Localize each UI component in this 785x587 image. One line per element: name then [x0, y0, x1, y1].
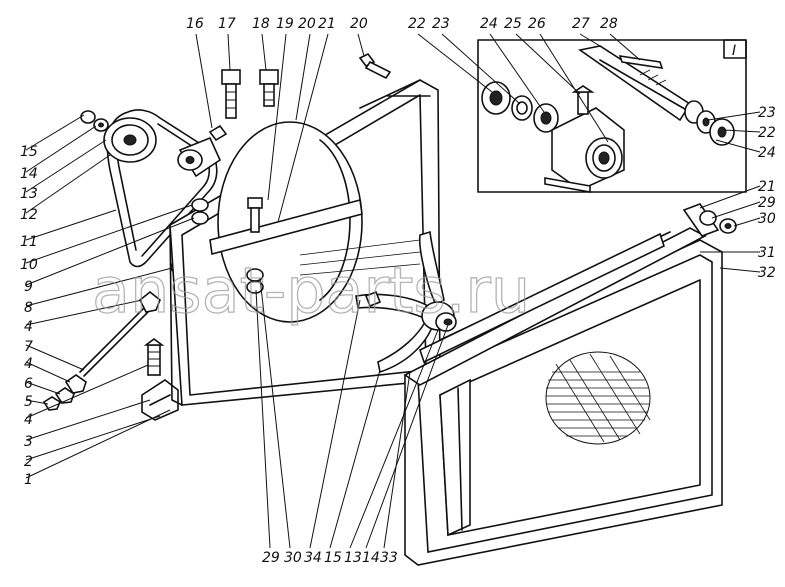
- callout-label: 8: [24, 300, 33, 316]
- callout-label: 19: [276, 16, 294, 32]
- callout-label: 18: [252, 16, 270, 32]
- callout-label: 30: [284, 550, 302, 566]
- callout-labels-left: 15 14 13 12 11 10 9 8 4 7 4 6 5 4 3 2 1: [20, 144, 38, 488]
- fasteners-21-29-30: [682, 203, 737, 237]
- callout-label: 26: [528, 16, 546, 32]
- callout-label: 2: [24, 454, 33, 470]
- callout-label: 11: [20, 234, 38, 250]
- callout-label: 13: [20, 186, 38, 202]
- callout-label: 20: [350, 16, 368, 32]
- callout-label: 4: [24, 412, 33, 428]
- tensioner-bracket: [177, 124, 228, 178]
- callout-label: 22: [758, 125, 776, 141]
- callout-label: 30: [758, 211, 776, 227]
- callout-labels-right: 23 22 24 21 29 30 31 32: [758, 105, 776, 281]
- callout-labels-bottom: 29 30 34 15 13 14 33: [262, 550, 398, 566]
- callout-label: 5: [24, 394, 33, 410]
- radiator: [403, 227, 723, 566]
- callout-label: 21: [758, 179, 776, 195]
- callout-label: 10: [20, 257, 38, 273]
- callout-label: 29: [758, 195, 776, 211]
- bolt-washers-center: [191, 197, 264, 294]
- callout-label: 22: [408, 16, 426, 32]
- mounting-bracket: [141, 338, 179, 421]
- callout-label: 24: [480, 16, 498, 32]
- fan-impeller: [355, 230, 457, 374]
- callout-label: 23: [432, 16, 450, 32]
- radiator-core-mesh: [546, 353, 651, 443]
- bolt-18: [259, 69, 279, 107]
- watermark-text: ansat-parts.ru: [92, 254, 530, 327]
- callout-label: 14: [20, 166, 38, 182]
- bolt-17: [221, 69, 241, 119]
- callout-label: 23: [758, 105, 776, 121]
- callout-label: 7: [24, 339, 33, 355]
- callout-label: 6: [24, 376, 33, 392]
- nut-washer-15-14: [80, 110, 109, 132]
- callout-label: 4: [24, 356, 33, 372]
- callout-label: 4: [24, 319, 33, 335]
- callout-label: 15: [20, 144, 38, 160]
- callout-label: 16: [186, 16, 204, 32]
- callout-label: 31: [758, 245, 776, 261]
- tension-rod: [42, 260, 186, 411]
- callout-label: 32: [758, 265, 776, 281]
- callout-label: 29: [262, 550, 280, 566]
- callout-label: 9: [24, 279, 33, 295]
- callout-label: 24: [758, 145, 776, 161]
- inset-bearing-assembly: I: [477, 39, 747, 193]
- callout-label: 21: [318, 16, 336, 32]
- callout-label: 25: [504, 16, 522, 32]
- callout-label: 13: [344, 550, 362, 566]
- pulley: [103, 117, 157, 163]
- callout-label: 27: [572, 16, 590, 32]
- callout-label: 34: [304, 550, 322, 566]
- callout-label: 33: [380, 550, 398, 566]
- callout-label: 20: [298, 16, 316, 32]
- leader-lines: [25, 33, 761, 549]
- callout-label: 3: [24, 434, 33, 450]
- callout-label: 17: [218, 16, 236, 32]
- bolt-20: [358, 52, 392, 80]
- callout-label: 14: [362, 550, 380, 566]
- callout-label: 1: [24, 472, 33, 488]
- callout-label: 28: [600, 16, 618, 32]
- callout-label: 15: [324, 550, 342, 566]
- callout-labels-top: 16 17 18 19 20 21 20 22 23 24 25 26 27 2…: [186, 16, 618, 32]
- callout-label: 12: [20, 207, 38, 223]
- inset-label: I: [732, 43, 736, 59]
